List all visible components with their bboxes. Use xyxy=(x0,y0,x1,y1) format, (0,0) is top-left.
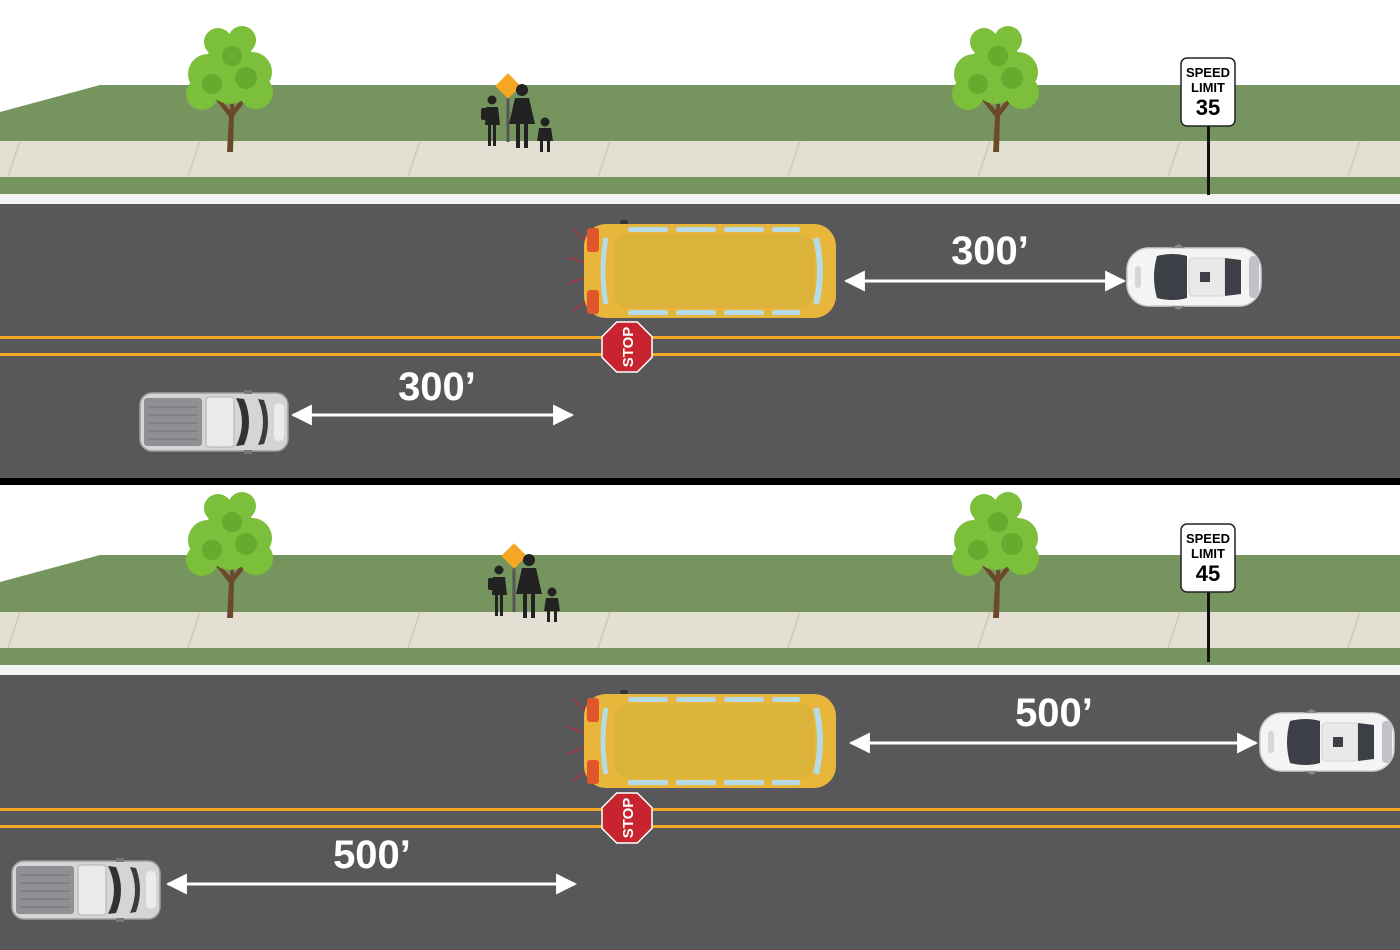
speed-sign-line2: LIMIT xyxy=(1191,80,1225,95)
car-icon xyxy=(1126,243,1262,311)
center-line xyxy=(0,353,1400,356)
school-bus-icon xyxy=(568,220,836,318)
stop-arm-label: STOP xyxy=(620,798,637,839)
pickup-truck-icon xyxy=(139,389,289,455)
oncoming-distance-label: 300’ xyxy=(951,229,1029,273)
scenario-panel-2: SPEED LIMIT 45 STOP 500’ 500’ xyxy=(0,492,1400,950)
speed-limit-value: 45 xyxy=(1196,561,1220,586)
center-line xyxy=(0,825,1400,828)
car-icon xyxy=(1259,708,1395,776)
school-bus-icon xyxy=(568,690,836,788)
center-line xyxy=(0,808,1400,811)
stop-arm-label: STOP xyxy=(620,327,637,368)
center-line xyxy=(0,336,1400,339)
oncoming-distance-label: 500’ xyxy=(1015,691,1093,735)
stop-arm-icon: STOP xyxy=(601,792,653,844)
speed-limit-value: 35 xyxy=(1196,95,1220,120)
speed-limit-sign: SPEED LIMIT 45 xyxy=(1180,523,1236,662)
following-distance-label: 500’ xyxy=(333,833,411,877)
panel-divider xyxy=(0,478,1400,485)
scenario-panel-1: SPEED LIMIT 35 STOP 300’ 300’ xyxy=(0,26,1400,478)
speed-sign-line1: SPEED xyxy=(1186,531,1230,546)
speed-sign-line1: SPEED xyxy=(1186,65,1230,80)
speed-sign-line2: LIMIT xyxy=(1191,546,1225,561)
following-distance-label: 300’ xyxy=(398,365,476,409)
stop-arm-icon: STOP xyxy=(601,321,653,373)
speed-limit-sign: SPEED LIMIT 35 xyxy=(1180,57,1236,195)
pickup-truck-icon xyxy=(11,857,161,923)
